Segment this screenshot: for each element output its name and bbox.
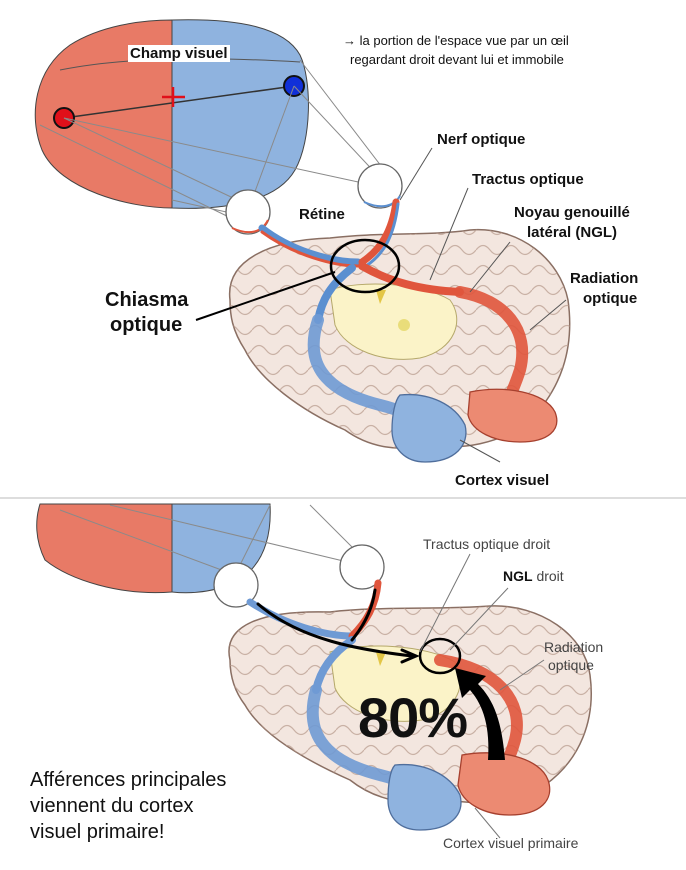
- visual-cortex-bottom: [387, 752, 551, 831]
- afferences-line-1: Afférences principales: [30, 769, 227, 791]
- eyes-top: [225, 163, 403, 235]
- left-visual-field: [34, 19, 173, 209]
- nerf-optique-label: Nerf optique: [437, 131, 526, 148]
- ngl-label-line-2: latéral (NGL): [527, 224, 618, 241]
- highlighted-path: [256, 588, 420, 664]
- tractus-optique-label: Tractus optique: [472, 171, 584, 188]
- percent-label: 80%: [358, 686, 468, 749]
- radiation-bottom-line-1: Radiation: [544, 639, 604, 655]
- radiation-bottom-line-2: optique: [548, 657, 594, 673]
- left-eye-bottom: [213, 562, 259, 608]
- feedback-arrow: [455, 668, 505, 760]
- ngl-bold-text: NGL: [503, 568, 533, 584]
- champ-visuel-label: Champ visuel: [128, 45, 230, 62]
- afferences-line-2: viennent du cortex: [30, 795, 194, 817]
- left-eye: [225, 189, 271, 235]
- ngl-droit-text: droit: [532, 568, 564, 584]
- top-panel: [34, 19, 571, 463]
- leader-lines-top: [195, 147, 567, 463]
- chiasma-label-line-1: Chiasma: [105, 289, 189, 311]
- leader-lines-bottom: [419, 553, 545, 839]
- ngl-label-line-1: Noyau genouillé: [514, 204, 630, 221]
- eyes-bottom: [213, 544, 385, 608]
- retine-label: Rétine: [299, 206, 345, 223]
- field-axis: [63, 85, 295, 119]
- definition-line-1: → la portion de l'espace vue par un œil: [343, 33, 569, 48]
- radiation-label-line-2: optique: [583, 290, 638, 307]
- afferences-line-3: visuel primaire!: [30, 821, 165, 843]
- sight-lines: [39, 59, 389, 221]
- definition-line-2: regardant droit devant lui et immobile: [350, 52, 564, 67]
- cortex-visuel-label: Cortex visuel: [455, 472, 550, 489]
- tractus-droit-label: Tractus optique droit: [423, 536, 551, 552]
- cortex-primaire-label: Cortex visuel primaire: [443, 835, 579, 851]
- bottom-panel: [36, 503, 592, 839]
- visual-cortex-top: [391, 388, 558, 463]
- radiation-label-line-1: Radiation: [570, 270, 639, 287]
- right-eye-bottom: [339, 544, 385, 590]
- chiasma-label-line-2: optique: [110, 314, 183, 336]
- chiasma-highlight: [329, 238, 401, 294]
- ngl-droit-label: NGL droit: [503, 568, 564, 584]
- ngl-highlight: [418, 637, 462, 675]
- right-eye: [357, 163, 403, 209]
